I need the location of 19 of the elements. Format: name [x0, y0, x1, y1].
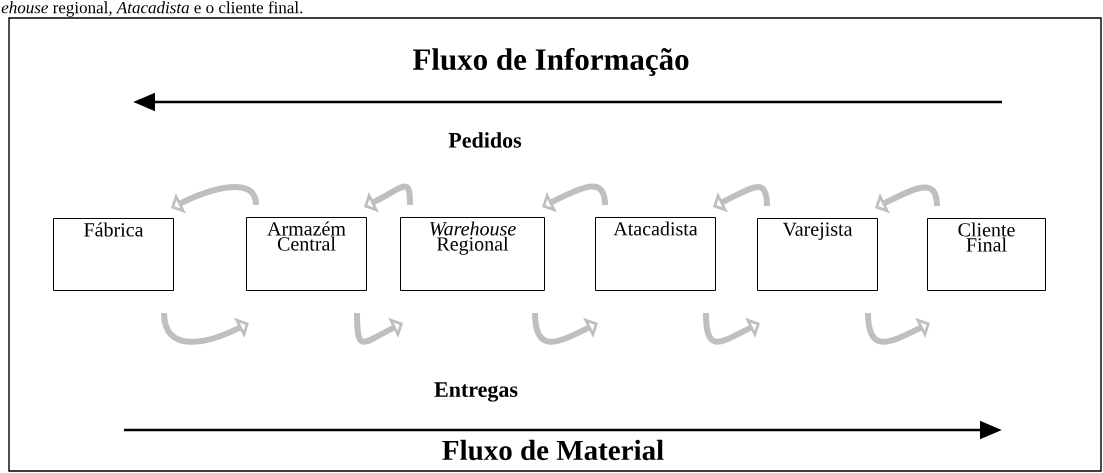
heading-text: Entregas [434, 382, 518, 402]
heading-text: Fluxo de Material [442, 439, 664, 461]
curved-arrow [532, 312, 598, 345]
curved-arrow [354, 312, 403, 345]
process-box: Atacadista [595, 217, 716, 291]
curved-arrow [875, 184, 940, 214]
process-box: Cliente Final [927, 218, 1046, 291]
curved-arrow [161, 312, 249, 345]
process-box: Warehouse Regional [400, 217, 545, 291]
process-box: Varejista [757, 218, 878, 291]
heading-text: Pedidos [448, 132, 522, 148]
curved-arrow [703, 312, 760, 345]
note-text: ehouse regional, Atacadista e o cliente final. [1, 1, 303, 17]
curved-arrow [865, 312, 930, 345]
curved-arrow [364, 183, 413, 213]
curved-arrow [542, 183, 608, 213]
process-box: Fábrica [53, 218, 174, 291]
heading-text: Fluxo de Informação [412, 47, 689, 77]
process-box: Armazém Central [246, 217, 367, 291]
